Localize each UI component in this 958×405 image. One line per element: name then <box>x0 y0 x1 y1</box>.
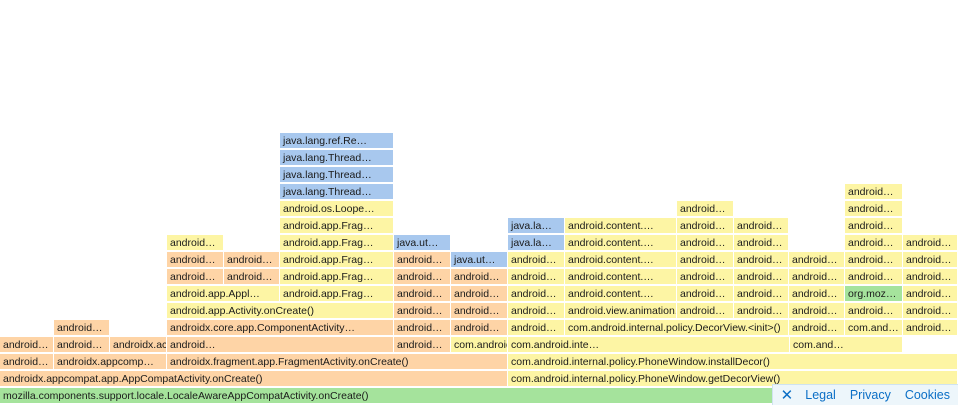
flame-frame[interactable]: java.ut… <box>451 252 508 268</box>
flame-frame[interactable]: com.android.internal.policy.PhoneWindow.… <box>451 337 508 353</box>
privacy-link[interactable]: Privacy <box>849 388 891 402</box>
flame-frame[interactable]: android… <box>789 252 845 268</box>
flame-frame[interactable]: androidx.fragment.app.FragmentActivity.o… <box>167 354 508 370</box>
flame-frame[interactable]: android… <box>54 337 110 353</box>
flame-frame[interactable]: android… <box>734 286 789 302</box>
flame-frame[interactable]: androidx.appcompat.app.AppCompatActivity… <box>0 371 508 387</box>
flame-frame[interactable]: android… <box>677 235 734 251</box>
flame-frame[interactable]: android… <box>734 252 789 268</box>
flame-frame[interactable]: android.app.Frag… <box>280 269 394 285</box>
flame-frame[interactable]: android… <box>508 320 565 336</box>
flame-frame[interactable]: android… <box>845 252 903 268</box>
flame-frame[interactable]: android… <box>451 303 508 319</box>
flame-frame[interactable]: android… <box>903 286 958 302</box>
flame-frame[interactable]: android… <box>845 184 903 200</box>
flame-frame[interactable]: android… <box>508 269 565 285</box>
flame-frame[interactable]: android… <box>789 286 845 302</box>
flame-frame[interactable]: android… <box>677 269 734 285</box>
flame-frame[interactable]: android… <box>734 218 789 234</box>
flame-frame[interactable]: android… <box>0 337 54 353</box>
flame-frame[interactable]: android… <box>903 320 958 336</box>
flame-frame[interactable]: android… <box>394 337 451 353</box>
flame-frame[interactable]: android.content.… <box>565 286 677 302</box>
flame-frame[interactable]: com.android.internal.policy.PhoneWindow.… <box>508 354 958 370</box>
flame-frame[interactable]: android.app.Appl… <box>167 286 280 302</box>
flame-frame[interactable]: android… <box>451 269 508 285</box>
flame-frame[interactable]: android… <box>903 235 958 251</box>
flame-frame[interactable]: android… <box>394 252 451 268</box>
flame-frame[interactable]: android… <box>734 269 789 285</box>
flame-frame[interactable]: android… <box>903 303 958 319</box>
flame-frame[interactable]: android… <box>508 303 565 319</box>
flame-frame[interactable]: android… <box>734 235 789 251</box>
flame-frame[interactable]: android… <box>451 320 508 336</box>
flame-frame[interactable]: android… <box>789 303 845 319</box>
flame-frame[interactable]: android… <box>167 252 224 268</box>
cookies-link[interactable]: Cookies <box>904 388 950 402</box>
flame-frame[interactable]: androidx.core.app.ComponentActivity… <box>167 320 394 336</box>
flame-frame[interactable]: android… <box>677 303 734 319</box>
flame-frame[interactable]: android.content.… <box>565 252 677 268</box>
flame-frame[interactable]: com.android.inte… <box>508 337 790 353</box>
flame-frame[interactable]: android… <box>677 252 734 268</box>
flame-frame[interactable]: androidx.appcomp… <box>54 354 167 370</box>
flame-frame[interactable]: android… <box>167 235 224 251</box>
legal-link[interactable]: Legal <box>805 388 836 402</box>
flame-frame[interactable]: android… <box>845 218 903 234</box>
flame-frame[interactable]: android.os.Loope… <box>280 201 394 217</box>
flame-frame[interactable]: java.lang.Thread… <box>280 184 394 200</box>
flame-frame[interactable]: java.lang.Thread… <box>280 167 394 183</box>
flame-frame[interactable]: java.lang.Thread… <box>280 150 394 166</box>
flame-frame[interactable]: android… <box>0 354 54 370</box>
flame-frame[interactable]: android… <box>54 320 110 336</box>
flame-frame[interactable]: java.ut… <box>394 235 451 251</box>
flame-frame[interactable]: android… <box>789 320 845 336</box>
flame-frame[interactable]: java.lang.ref.Re… <box>280 133 394 149</box>
flame-frame[interactable]: android.view.animation.An… <box>565 303 677 319</box>
flame-frame[interactable]: android… <box>903 269 958 285</box>
flame-frame[interactable]: com.and… <box>790 337 903 353</box>
flame-frame[interactable]: android.app.Frag… <box>280 235 394 251</box>
flame-frame[interactable]: android… <box>734 303 789 319</box>
flame-frame[interactable]: mozilla.components.support.locale.Locale… <box>0 388 958 404</box>
flame-frame[interactable]: java.la… <box>508 235 565 251</box>
flame-frame[interactable]: android… <box>845 235 903 251</box>
flame-frame[interactable]: android… <box>224 252 280 268</box>
flame-frame[interactable]: android… <box>677 218 734 234</box>
flame-frame[interactable]: android… <box>394 286 451 302</box>
flame-frame[interactable]: androidx.activity.ComponentActivity… <box>110 337 167 353</box>
flame-frame[interactable]: android… <box>508 252 565 268</box>
flame-frame[interactable]: android… <box>451 286 508 302</box>
flame-frame[interactable]: com.and… <box>845 320 903 336</box>
flame-frame[interactable]: android… <box>394 303 451 319</box>
flame-frame[interactable]: com.android.internal.policy.DecorView.<i… <box>565 320 789 336</box>
flame-frame[interactable]: android.app.Frag… <box>280 252 394 268</box>
flame-frame[interactable]: android.content.… <box>565 218 677 234</box>
flame-frame[interactable]: android.content.… <box>565 235 677 251</box>
flame-frame[interactable]: android.app.Frag… <box>280 286 394 302</box>
flame-frame[interactable]: android… <box>394 320 451 336</box>
flame-frame[interactable]: com.android.internal.policy.PhoneWindow.… <box>508 371 958 387</box>
flame-frame[interactable]: android… <box>224 269 280 285</box>
flame-frame[interactable]: android.app.Activity.onCreate() <box>167 303 394 319</box>
flame-frame[interactable]: java.la… <box>508 218 565 234</box>
flame-frame[interactable]: android.content.… <box>565 269 677 285</box>
flame-frame[interactable]: android.app.Frag… <box>280 218 394 234</box>
flame-frame[interactable]: android… <box>677 201 734 217</box>
flame-frame[interactable]: android… <box>845 303 903 319</box>
close-icon[interactable]: ✕ <box>780 386 794 404</box>
flame-frame[interactable]: android… <box>845 269 903 285</box>
flame-frame[interactable]: android… <box>845 201 903 217</box>
flame-frame[interactable]: android… <box>903 252 958 268</box>
flame-frame[interactable]: android… <box>677 286 734 302</box>
flame-frame[interactable]: android… <box>167 269 224 285</box>
flame-frame[interactable]: org.moz… <box>845 286 903 302</box>
flame-frame[interactable]: android… <box>789 269 845 285</box>
flame-frame[interactable]: android… <box>508 286 565 302</box>
flame-frame[interactable]: android… <box>167 337 394 353</box>
flame-frame[interactable]: android… <box>394 269 451 285</box>
footer-bar: ✕ Legal Privacy Cookies <box>771 384 958 405</box>
